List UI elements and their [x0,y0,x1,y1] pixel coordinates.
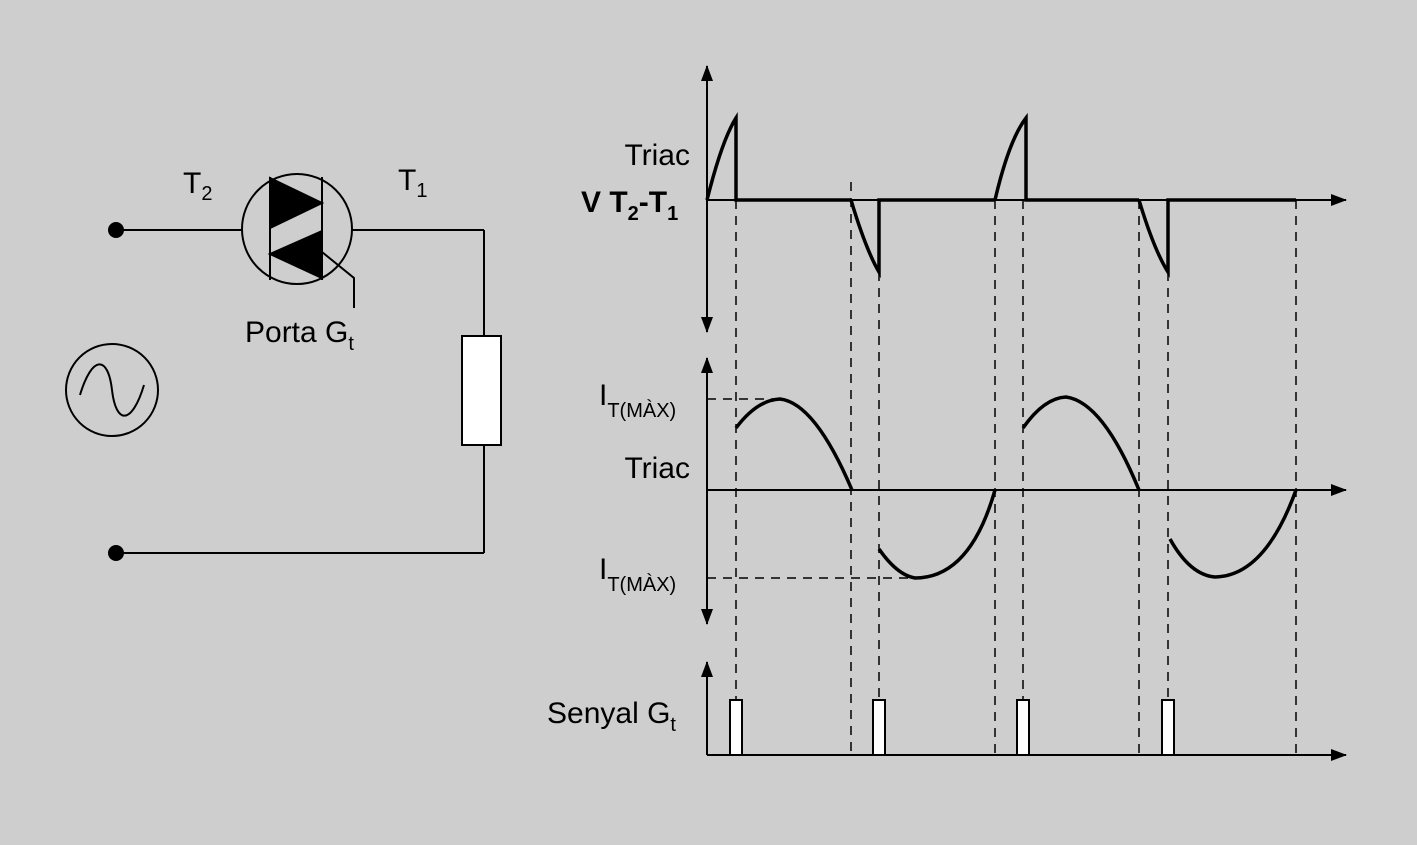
gate-signal-label: Senyal Gt [547,697,676,736]
load-resistor [461,335,502,446]
voltage-positive-cycle-1 [705,111,851,202]
current-title: Triac [624,452,690,485]
gate-label: Porta Gt [245,316,354,355]
triac-symbol [241,173,355,308]
gate-lead [321,251,355,308]
gate-pulse [1016,699,1030,756]
triac-diode-reverse [267,229,323,280]
current-waveform [734,395,1298,580]
imax-bottom-label: IT(MÀX) [599,553,676,596]
ac-source-symbol [65,343,159,437]
t1-label: T1 [398,164,427,202]
imax-top-label: IT(MÀX) [599,379,676,422]
voltage-negative-cycle-1 [849,198,995,279]
gate-pulse [729,699,743,756]
gate-pulse [872,699,886,756]
voltage-negative-cycle-2 [1137,198,1296,279]
gate-pulse [1161,699,1175,756]
sine-wave-icon [79,363,145,417]
voltage-waveform [705,111,1296,279]
current-negative-lobe-2 [1168,489,1298,579]
voltage-positive-cycle-2 [993,112,1139,202]
t2-label: T2 [183,167,212,205]
triac-diode-forward [269,176,325,230]
voltage-label: V T2-T1 [581,186,678,225]
guide-lines [707,182,1297,755]
current-positive-lobe-2 [1021,395,1141,491]
triac-circle [241,173,353,285]
current-negative-lobe-1 [877,489,997,580]
current-positive-lobe-1 [734,397,854,491]
voltage-title: Triac [624,139,690,172]
gate-pulses [729,699,1175,756]
circuit [65,173,502,561]
